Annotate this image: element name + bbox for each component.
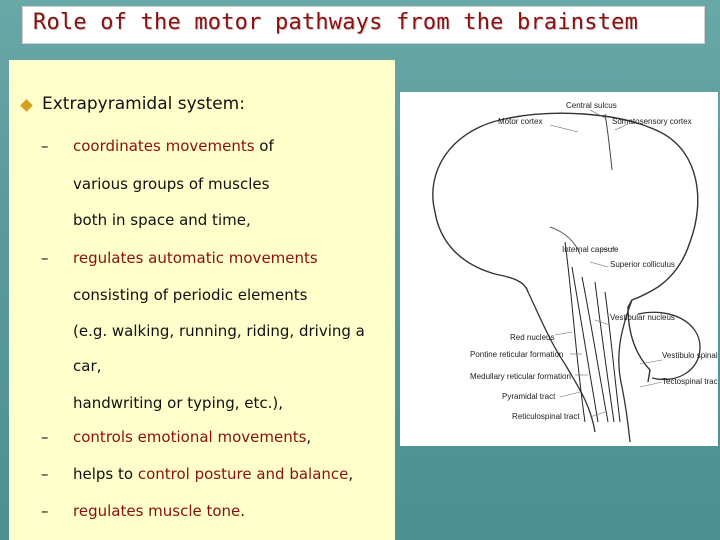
text-line-7: car, [73, 357, 102, 375]
pyramidal-tract-line [564, 241, 586, 423]
brainstem-outline-right [618, 299, 633, 443]
tract-line [604, 291, 621, 423]
pointer-line [589, 109, 606, 119]
text-line-4: regulates automatic movements [73, 249, 318, 267]
text-line-6: (e.g. walking, running, riding, driving … [73, 322, 365, 340]
pointer-line [599, 247, 616, 251]
pointer-line [639, 381, 663, 388]
dash-bullet: – [41, 249, 49, 267]
text-line-1: coordinates movements of [73, 137, 274, 155]
label-internal-capsule: Internal capsule [562, 245, 619, 254]
pointer-line [554, 331, 573, 336]
central-sulcus-line [604, 113, 613, 171]
label-pontine-reticular: Pontine reticular formation [470, 350, 563, 359]
label-vestibulospinal-tract: Vestibulo spinal tract [662, 351, 718, 360]
label-somatosensory-cortex: Somatosensory cortex [612, 117, 692, 126]
pointer-line [589, 411, 606, 418]
text-panel: Extrapyramidal system: – coordinates mov… [9, 60, 395, 540]
tract-line [594, 281, 615, 423]
pointer-line [549, 124, 579, 133]
dash-bullet: – [41, 137, 49, 155]
label-red-nucleus: Red nucleus [510, 333, 554, 342]
title-bar: Role of the motor pathways from the brai… [22, 6, 705, 44]
cerebellum-outline [637, 311, 701, 381]
dash-bullet: – [41, 502, 49, 520]
pointer-line [614, 123, 629, 131]
label-tectospinal-tract: Tectospinal tract [662, 377, 718, 386]
text-line-10: helps to control posture and balance, [73, 465, 354, 483]
heading: Extrapyramidal system: [42, 94, 245, 114]
text-line-3: both in space and time, [73, 211, 251, 229]
label-vestibular-nucleus: Vestibular nucleus [610, 313, 675, 322]
tract-line [581, 276, 609, 423]
text-line-9: controls emotional movements, [73, 428, 312, 446]
brain-diagram-svg: Central sulcus Motor cortex Somatosensor… [432, 101, 718, 443]
label-pyramidal-tract: Pyramidal tract [502, 392, 556, 401]
dash-bullet: – [41, 465, 49, 483]
text-line-5: consisting of periodic elements [73, 286, 308, 304]
label-medullary-reticular: Medullary reticular formation [470, 372, 571, 381]
label-motor-cortex: Motor cortex [498, 117, 542, 126]
text-line-2: various groups of muscles [73, 175, 270, 193]
cerebrum-base-outline [434, 211, 529, 293]
text-line-11: regulates muscle tone. [73, 502, 246, 520]
pointer-line [639, 359, 663, 365]
diamond-bullet-icon [20, 99, 33, 112]
label-central-sulcus: Central sulcus [566, 101, 617, 110]
brain-diagram: Central sulcus Motor cortex Somatosensor… [400, 92, 718, 446]
brainstem-outline [527, 291, 596, 433]
slide-title: Role of the motor pathways from the brai… [33, 10, 639, 35]
pointer-line [594, 319, 611, 326]
tract-line [571, 266, 599, 423]
dash-bullet: – [41, 428, 49, 446]
pointer-line [589, 261, 609, 268]
label-reticulospinal-tract: Reticulospinal tract [512, 412, 580, 421]
label-superior-colliculus: Superior colliculus [610, 260, 675, 269]
text-line-8: handwriting or typing, etc.), [73, 394, 284, 412]
pointer-line [559, 391, 581, 398]
internal-capsule-line [549, 226, 581, 255]
